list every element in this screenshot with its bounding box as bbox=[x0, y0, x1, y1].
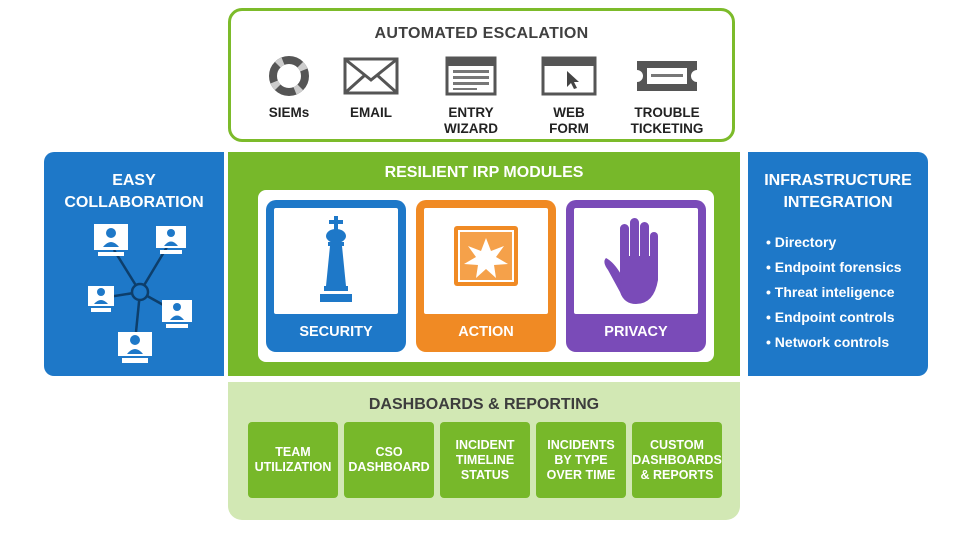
irp-modules-panel: RESILIENT IRP MODULES SECURITY bbox=[228, 152, 740, 376]
dashboard-box-line: TIMELINE bbox=[455, 452, 515, 467]
dashboard-box-incident-timeline-status: INCIDENT TIMELINE STATUS bbox=[440, 422, 530, 498]
lifebuoy-icon bbox=[269, 56, 309, 96]
escalation-item-trouble-ticketing: TROUBLE TICKETING bbox=[621, 55, 713, 137]
escalation-item-web-form: WEB FORM bbox=[523, 55, 615, 137]
module-label: ACTION bbox=[458, 324, 514, 340]
infrastructure-list-item: • Threat inteligence bbox=[766, 284, 895, 300]
dashboard-box-incidents-by-type: INCIDENTS BY TYPE OVER TIME bbox=[536, 422, 626, 498]
module-privacy: PRIVACY bbox=[566, 200, 706, 352]
dashboard-box-team-utilization: TEAM UTILIZATION bbox=[248, 422, 338, 498]
dashboard-box-line: & REPORTS bbox=[640, 467, 714, 482]
module-label: PRIVACY bbox=[604, 324, 668, 340]
dashboard-box-line: BY TYPE bbox=[554, 452, 608, 467]
infrastructure-list-item: • Endpoint forensics bbox=[766, 259, 902, 275]
escalation-label-line: TROUBLE bbox=[634, 105, 700, 120]
dashboard-box-line: CSO bbox=[375, 445, 403, 459]
dashboard-box-line: TEAM bbox=[275, 445, 311, 459]
dashboard-box-line: INCIDENTS bbox=[547, 437, 615, 452]
explosion-icon bbox=[454, 226, 518, 286]
dashboard-box-line: DASHBOARDS bbox=[632, 452, 722, 467]
collaboration-title-line: EASY bbox=[112, 172, 156, 189]
browser-cursor-icon bbox=[541, 56, 597, 96]
networked-users-icon bbox=[88, 224, 192, 363]
module-action: ACTION bbox=[416, 200, 556, 352]
escalation-item-email: EMAIL bbox=[325, 55, 417, 121]
chess-king-icon bbox=[320, 216, 352, 302]
raised-hand-icon bbox=[604, 218, 658, 304]
infrastructure-title-line: INFRASTRUCTURE bbox=[764, 172, 912, 189]
infrastructure-list-item: • Endpoint controls bbox=[766, 309, 895, 325]
escalation-label-line: FORM bbox=[549, 121, 589, 136]
escalation-item-siems: SIEMs bbox=[243, 55, 335, 121]
infrastructure-list-item: • Directory bbox=[766, 234, 837, 250]
escalation-title: AUTOMATED ESCALATION bbox=[374, 25, 589, 42]
irp-title: RESILIENT IRP MODULES bbox=[384, 164, 584, 181]
infrastructure-integration-panel: INFRASTRUCTURE INTEGRATION • Directory •… bbox=[748, 152, 928, 376]
irp-modules-container: SECURITY ACTION bbox=[258, 190, 714, 362]
easy-collaboration-panel: EASY COLLABORATION bbox=[44, 152, 224, 376]
ticket-icon bbox=[637, 61, 697, 91]
form-window-icon bbox=[445, 56, 497, 96]
collaboration-title: EASY COLLABORATION bbox=[44, 170, 224, 214]
escalation-label-line: ENTRY bbox=[448, 105, 494, 120]
dashboard-box-cso-dashboard: CSO DASHBOARD bbox=[344, 422, 434, 498]
envelope-icon bbox=[343, 57, 399, 95]
infrastructure-list: • Directory • Endpoint forensics • Threa… bbox=[766, 230, 902, 355]
dashboard-box-line: STATUS bbox=[460, 467, 510, 482]
dashboard-box-line: CUSTOM bbox=[650, 437, 704, 452]
collaboration-title-line: COLLABORATION bbox=[64, 194, 204, 211]
infrastructure-title: INFRASTRUCTURE INTEGRATION bbox=[748, 170, 928, 214]
infrastructure-title-line: INTEGRATION bbox=[783, 194, 893, 211]
escalation-label-line: WEB bbox=[553, 105, 585, 120]
dashboard-box-line: OVER TIME bbox=[546, 467, 616, 482]
dashboard-box-line: INCIDENT bbox=[455, 437, 515, 452]
dashboard-box-line: UTILIZATION bbox=[254, 460, 332, 474]
automated-escalation-panel: AUTOMATED ESCALATION SIEMs EMAIL bbox=[228, 8, 735, 142]
escalation-label-line: TICKETING bbox=[630, 121, 704, 136]
module-label: SECURITY bbox=[299, 324, 373, 340]
escalation-label-line: WIZARD bbox=[444, 121, 498, 136]
infrastructure-list-item: • Network controls bbox=[766, 334, 890, 350]
escalation-item-entry-wizard: ENTRY WIZARD bbox=[425, 55, 517, 137]
dashboard-box-custom-dashboards: CUSTOM DASHBOARDS & REPORTS bbox=[632, 422, 722, 498]
module-security: SECURITY bbox=[266, 200, 406, 352]
dashboards-title: DASHBOARDS & REPORTING bbox=[368, 396, 600, 413]
dashboard-box-line: DASHBOARD bbox=[348, 460, 430, 474]
escalation-label-line: EMAIL bbox=[350, 105, 392, 120]
escalation-label-line: SIEMs bbox=[268, 105, 310, 120]
dashboards-reporting-panel: DASHBOARDS & REPORTING TEAM UTILIZATION … bbox=[228, 382, 740, 520]
